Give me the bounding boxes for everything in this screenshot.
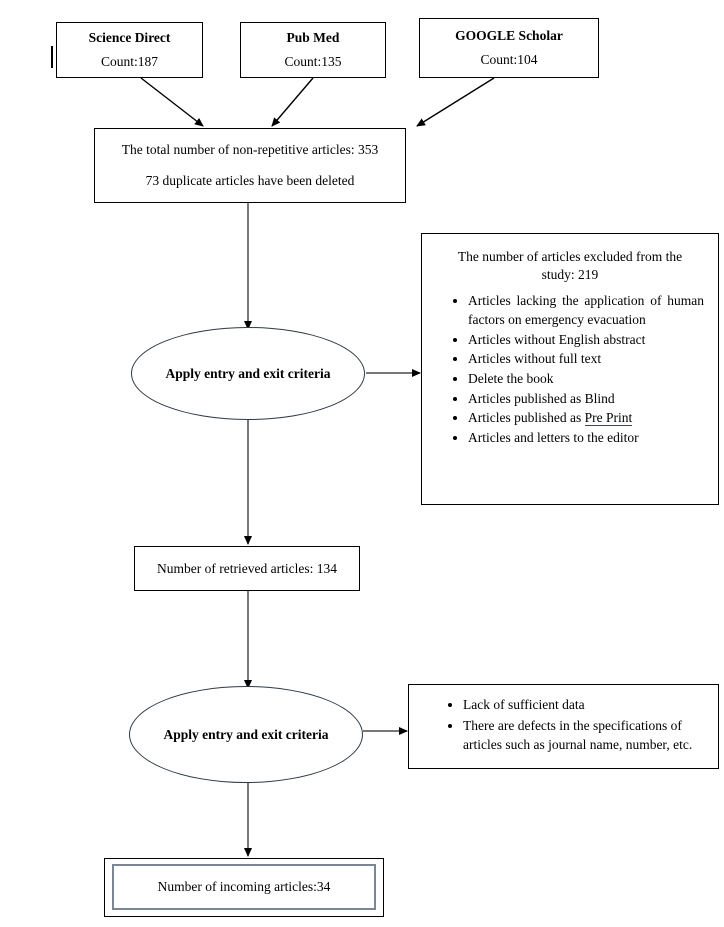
exclusion-1-heading: The number of articles excluded from the… <box>457 249 683 283</box>
exclusion-box-2: Lack of sufficient data There are defect… <box>408 684 719 769</box>
source-box-science-direct: Science Direct Count:187 <box>56 22 203 78</box>
exclusion-box-1: The number of articles excluded from the… <box>421 233 719 505</box>
source-count-label: Count:104 <box>480 51 538 67</box>
screening-ellipse-2-label: Apply entry and exit criteria <box>163 726 329 742</box>
exclusion-2-bullet: Lack of sufficient data <box>463 696 706 715</box>
retrieved-articles-box: Number of retrieved articles: 134 <box>134 546 360 591</box>
source-box-pub-med: Pub Med Count:135 <box>240 22 386 78</box>
included-articles-box: Number of incoming articles:34 <box>112 864 376 910</box>
retrieved-articles-label: Number of retrieved articles: 134 <box>157 560 337 576</box>
exclusion-1-bullet: Articles without full text <box>468 350 704 369</box>
dedup-deleted-line: 73 duplicate articles have been deleted <box>145 172 355 188</box>
included-articles-label: Number of incoming articles:34 <box>157 879 331 894</box>
exclusion-2-bullet: There are defects in the specifications … <box>463 717 706 755</box>
exclusion-1-bullet: Articles lacking the application of huma… <box>468 292 704 329</box>
screening-ellipse-1-label: Apply entry and exit criteria <box>165 365 331 381</box>
exclusion-1-bullet-preprint-prefix: Articles published as <box>468 410 585 426</box>
connector-sciencedirect-to-dedup <box>140 77 204 127</box>
source-count-label: Count:135 <box>284 53 342 69</box>
dedup-total-line: The total number of non-repetitive artic… <box>121 142 379 158</box>
source-name-label: GOOGLE Scholar <box>455 28 563 44</box>
source-count-label: Count:187 <box>100 53 158 69</box>
source-name-label: Science Direct <box>88 30 171 46</box>
screening-ellipse-1: Apply entry and exit criteria <box>131 327 365 420</box>
exclusion-1-bullet: Articles published as Blind <box>468 390 704 409</box>
source-name-label: Pub Med <box>286 30 340 46</box>
text-cursor-artifact <box>51 46 53 68</box>
dedup-summary-box: The total number of non-repetitive artic… <box>94 128 406 203</box>
exclusion-1-bullet-preprint: Articles published as Pre Print <box>468 409 704 428</box>
source-box-google-scholar: GOOGLE Scholar Count:104 <box>419 18 599 78</box>
connector-pubmed-to-dedup <box>271 77 314 127</box>
exclusion-1-bullet-preprint-term: Pre Print <box>584 410 633 427</box>
exclusion-1-bullet: Delete the book <box>468 370 704 389</box>
screening-ellipse-2: Apply entry and exit criteria <box>129 686 363 783</box>
connector-scholar-to-dedup <box>416 77 495 127</box>
exclusion-1-bullet: Articles without English abstract <box>468 331 704 350</box>
exclusion-1-bullet: Articles and letters to the editor <box>468 429 704 448</box>
exclusion-1-bullet-list: Articles lacking the application of huma… <box>422 292 718 448</box>
exclusion-2-bullet-list: Lack of sufficient data There are defect… <box>409 696 718 757</box>
